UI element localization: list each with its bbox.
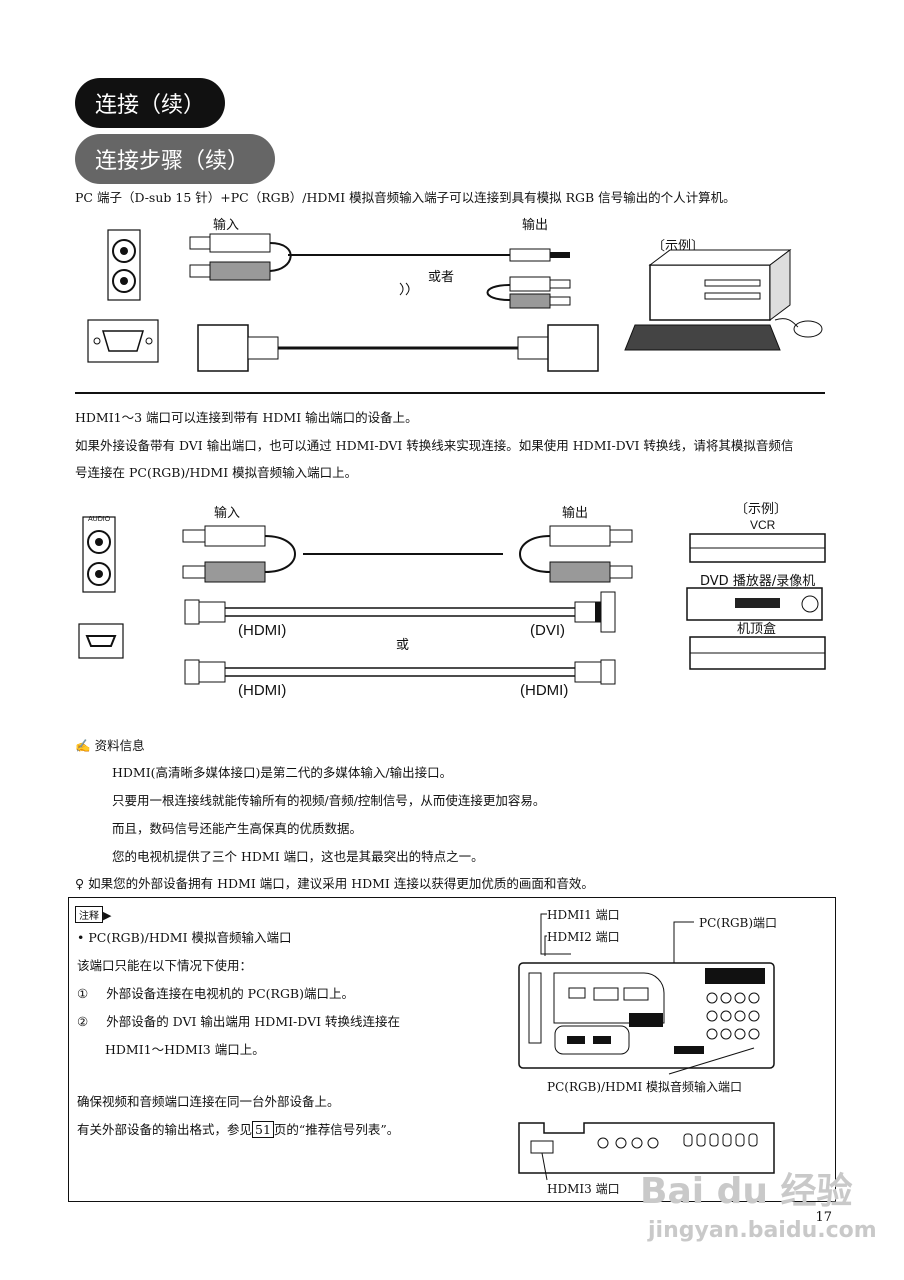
section-divider [75, 392, 825, 394]
note-ref-pre: 有关外部设备的输出格式，参见 [77, 1122, 253, 1137]
pc-port-label: PC(RGB)端口 [699, 916, 778, 930]
info-tip-text: 如果您的外部设备拥有 HDMI 端口，建议采用 HDMI 连接以获得更加优质的画… [88, 876, 594, 891]
hdmi-c-label: (HDMI) [520, 682, 569, 699]
hdmi-text-3: 号连接在 PC(RGB)/HDMI 模拟音频输入端口上。 [75, 465, 358, 480]
note-item-2: ② 外部设备的 DVI 输出端用 HDMI-DVI 转换线连接在 [77, 1014, 400, 1030]
stb-label: 机顶盒 [737, 622, 777, 637]
note-item-2-num: ② [77, 1014, 89, 1029]
pc-or-label: 或者 [428, 270, 455, 285]
note-ensure: 确保视频和音频端口连接在同一台外部设备上。 [77, 1094, 340, 1109]
note-tag: 注释▶ [75, 904, 111, 923]
vcr-label: VCR [750, 518, 776, 532]
note-item-1-num: ① [77, 986, 89, 1001]
note-box: 注释▶ • PC(RGB)/HDMI 模拟音频输入端口 该端口只能在以下情况下使… [68, 897, 836, 1202]
hdmi-output-label: 输出 [562, 506, 589, 521]
note-item-2b: HDMI1～HDMI3 端口上。 [105, 1042, 265, 1057]
hdmi-or-label: 或 [396, 638, 410, 653]
hdmi3-port-label: HDMI3 端口 [547, 1182, 620, 1196]
audio-port-label: AUDIO [88, 516, 111, 523]
info-title: 资料信息 [94, 738, 145, 753]
dvi-label: (DVI) [530, 622, 565, 639]
tv-rear-panel-illustration [518, 913, 775, 1181]
page-number: 17 [815, 1210, 832, 1225]
hdmi-example-label: 〔示例〕 [735, 502, 788, 517]
note-tag-text: 注释 [75, 906, 103, 923]
note-ref-post: 页的“推荐信号列表”。 [273, 1122, 400, 1137]
info-line-2: 只要用一根连接线就能传输所有的视频/音频/控制信号，从而使连接更加容易。 [112, 793, 546, 808]
note-item-1: ① 外部设备连接在电视机的 PC(RGB)端口上。 [77, 986, 354, 1002]
note-item-1-text: 外部设备连接在电视机的 PC(RGB)端口上。 [106, 986, 354, 1001]
info-tip: ♀ 如果您的外部设备拥有 HDMI 端口，建议采用 HDMI 连接以获得更加优质… [75, 876, 594, 892]
pc-output-label: 输出 [522, 218, 549, 233]
baidu-watermark-logo: Bai du 经验 [640, 1171, 853, 1212]
subsection-heading: 连接步骤（续） [75, 134, 275, 184]
section-heading: 连接（续） [75, 78, 225, 128]
info-line-3: 而且，数码信号还能产生高保真的优质数据。 [112, 821, 363, 836]
info-heading: ✍ 资料信息 [75, 738, 145, 754]
hdmi-text-2: 如果外接设备带有 DVI 输出端口，也可以通过 HDMI-DVI 转换线来实现连… [75, 438, 794, 453]
audio-input-port-label: PC(RGB)/HDMI 模拟音频输入端口 [547, 1080, 743, 1094]
hdmi-cable-illustration [78, 516, 826, 685]
hdmi-b-label: (HDMI) [238, 682, 287, 699]
pen-icon: ✍ [75, 738, 91, 753]
pc-cable-illustration [87, 229, 823, 372]
info-line-4: 您的电视机提供了三个 HDMI 端口，这也是其最突出的特点之一。 [112, 849, 484, 864]
note-port-title: • PC(RGB)/HDMI 模拟音频输入端口 [77, 930, 292, 945]
baidu-watermark-url: jingyan.baidu.com [648, 1218, 877, 1243]
intro-text: PC 端子（D-sub 15 针）+PC（RGB）/HDMI 模拟音频输入端子可… [75, 190, 736, 205]
note-only-when: 该端口只能在以下情况下使用： [77, 958, 253, 973]
hdmi-input-label: 输入 [214, 506, 241, 521]
hdmi1-port-label: HDMI1 端口 [547, 908, 620, 922]
note-item-2-text: 外部设备的 DVI 输出端用 HDMI-DVI 转换线连接在 [106, 1014, 401, 1029]
pc-input-label: 输入 [213, 218, 240, 233]
subsection-heading-text: 连接步骤（续） [95, 149, 250, 174]
info-line-1: HDMI(高清晰多媒体接口)是第二代的多媒体输入/输出接口。 [112, 765, 453, 780]
dvd-label: DVD 播放器/录像机 [700, 574, 816, 589]
hdmi-text-1: HDMI1～3 端口可以连接到带有 HDMI 输出端口的设备上。 [75, 410, 418, 425]
arrow-icon: ▶ [103, 909, 112, 922]
page-ref-link[interactable]: 51 [252, 1121, 274, 1138]
section-heading-text: 连接（续） [95, 93, 206, 118]
hdmi2-port-label: HDMI2 端口 [547, 930, 620, 944]
lightbulb-icon: ♀ [75, 876, 85, 891]
hdmi-a-label: (HDMI) [238, 622, 287, 639]
